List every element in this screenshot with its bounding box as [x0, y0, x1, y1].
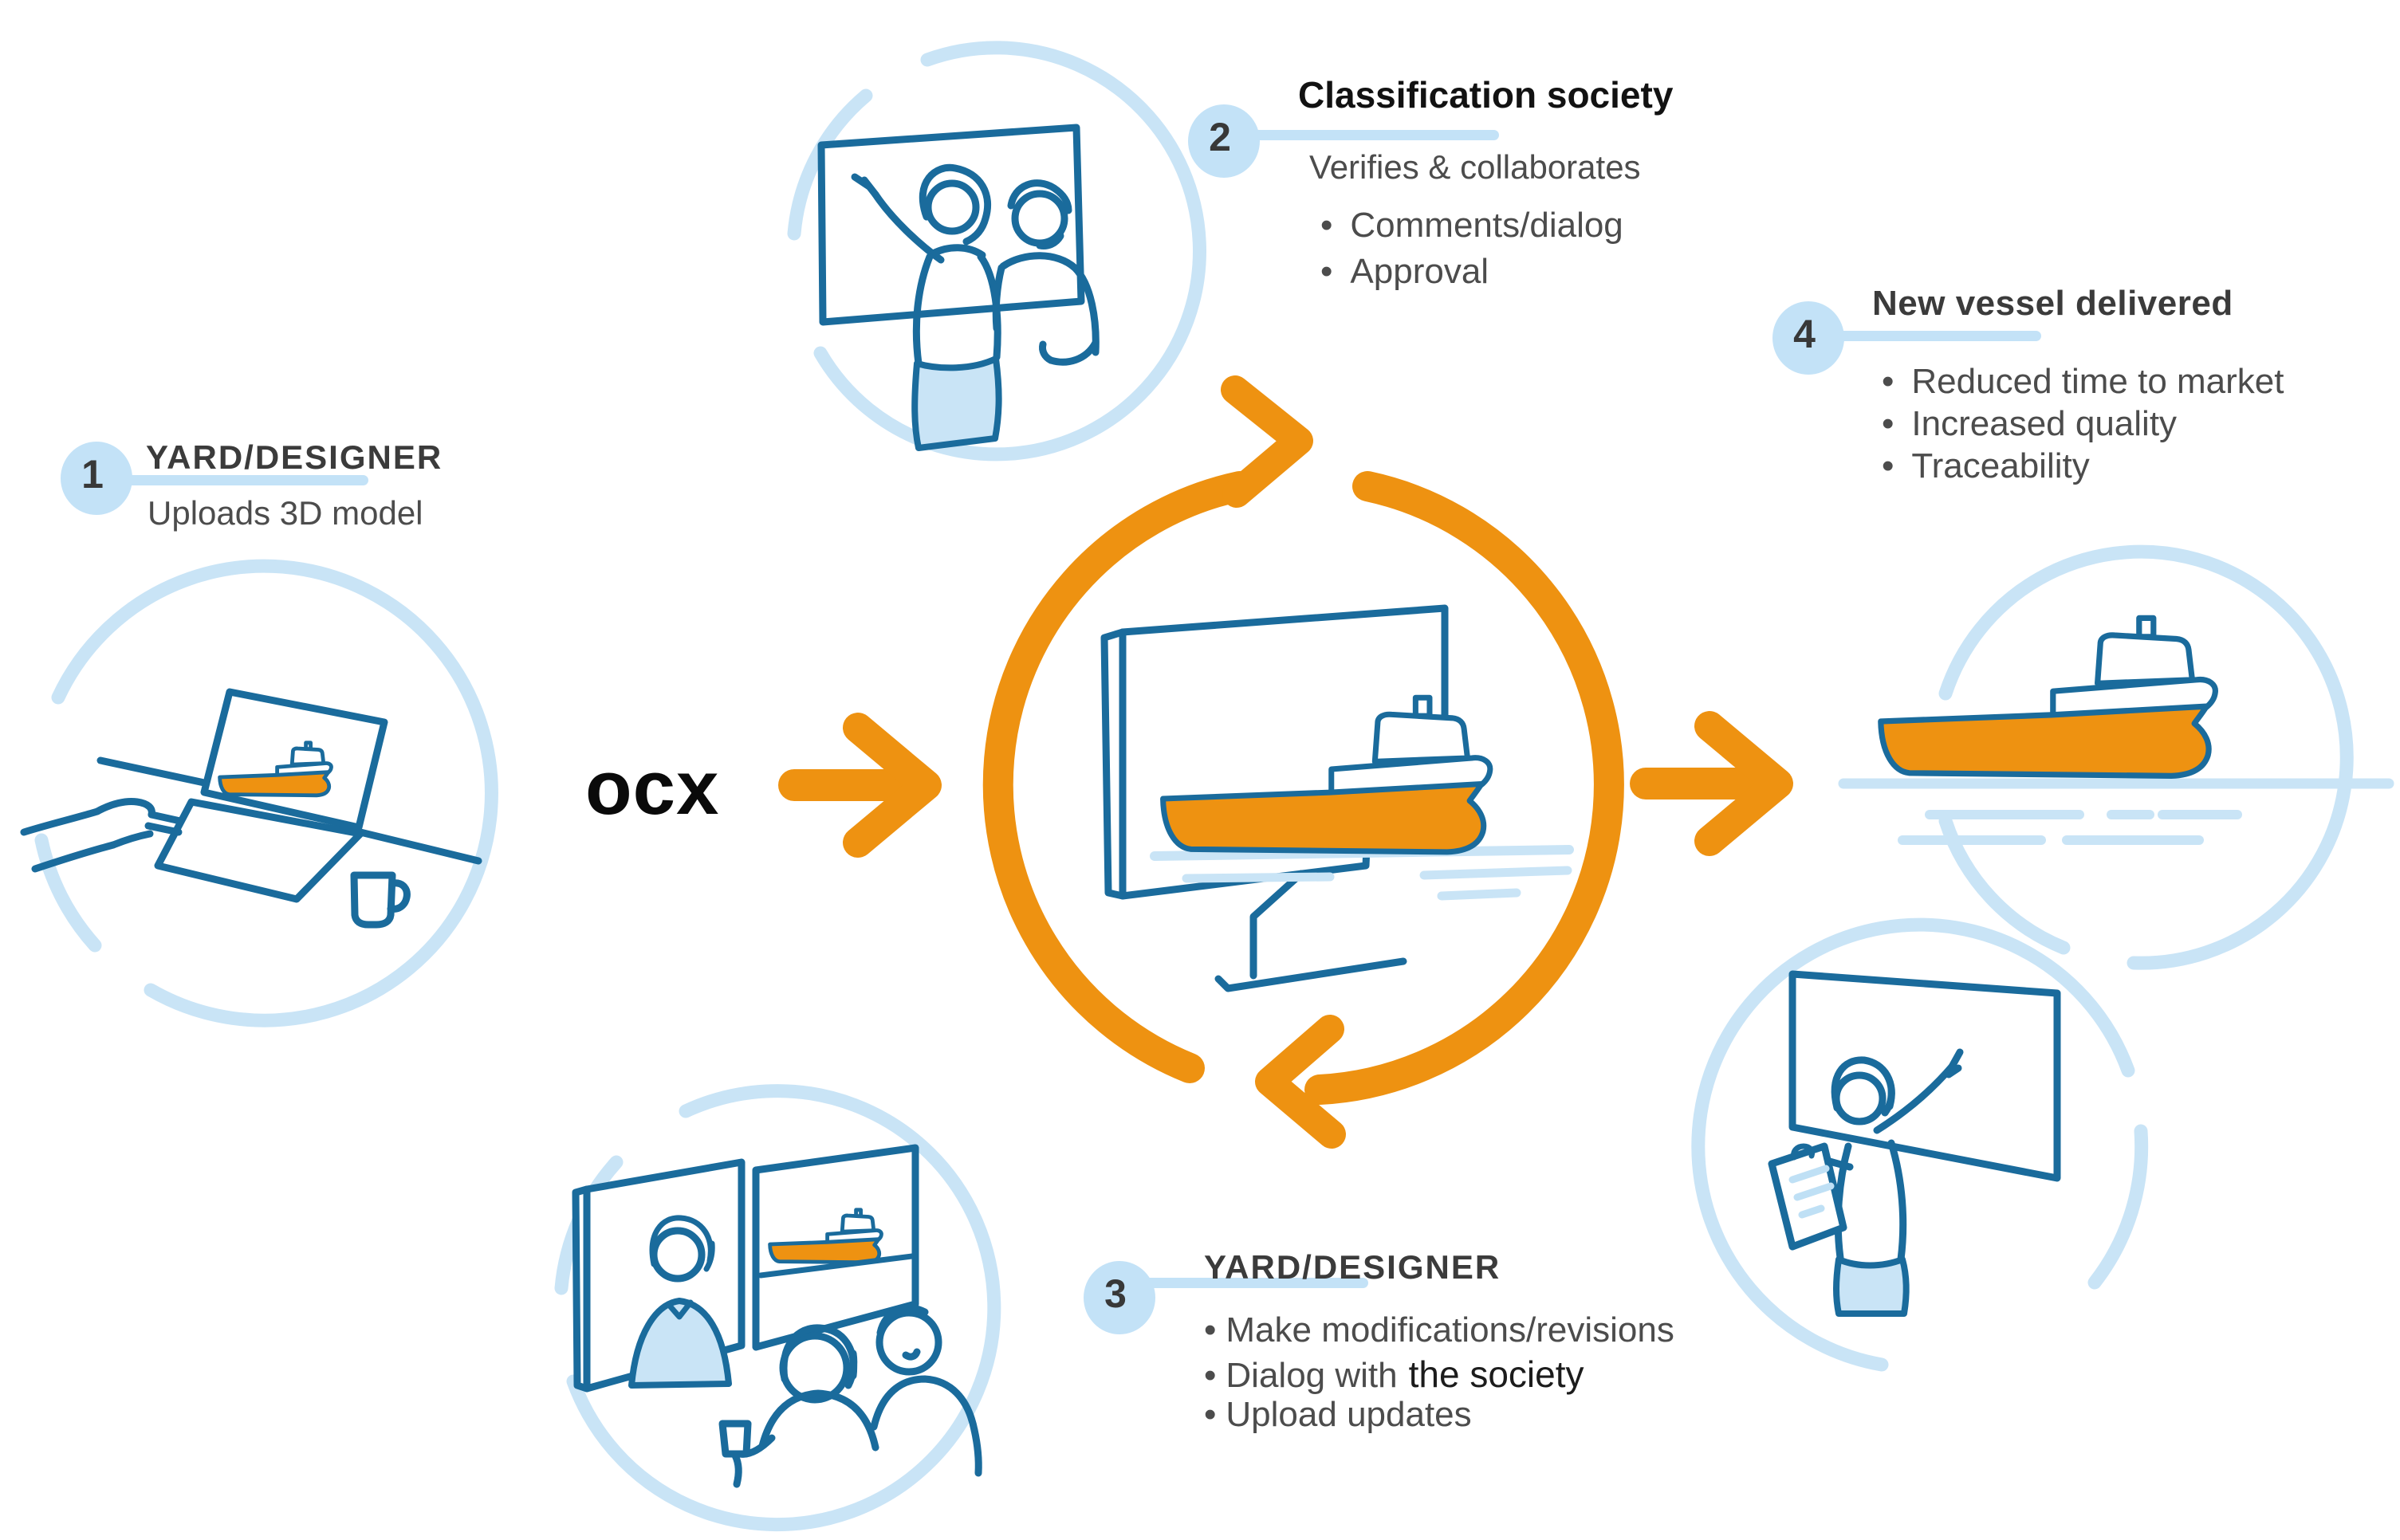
step4-bullet: •Increased quality [1882, 404, 2178, 443]
whiteboard-icon [1788, 970, 2061, 1182]
yard-designer-upload-illustration [20, 559, 498, 1027]
step3-underline [1132, 1278, 1368, 1288]
arrow-out-of-cycle-icon [1630, 711, 1793, 856]
step1-title: YARD/DESIGNER [146, 438, 443, 476]
video-conference-illustration [554, 1084, 1001, 1532]
society-review-illustration [1691, 917, 2149, 1372]
cup-icon [718, 1420, 752, 1458]
woman-with-clipboard-figure [1768, 1048, 1964, 1317]
step2-bullet: •Approval [1320, 252, 1489, 291]
skirt [1833, 1256, 1910, 1317]
step4-title: New vessel delivered [1872, 284, 2233, 323]
step2-subtitle: Verifies & collaborates [1309, 148, 1641, 186]
sketch-circle [51, 559, 498, 1027]
pointing-hand-icon [20, 798, 184, 873]
skirt [911, 356, 1002, 451]
viewer-with-cup-figure [718, 1324, 879, 1488]
step3-bullet: •Make modifications/revisions [1204, 1310, 1674, 1349]
step1-subtitle: Uploads 3D model [148, 494, 423, 532]
step2-bullet: •Comments/dialog [1320, 206, 1623, 245]
arrow-into-cycle-icon [778, 713, 942, 858]
ocx-label: ocx [585, 745, 720, 831]
viewer-figure [870, 1304, 982, 1477]
mug-icon [350, 871, 411, 929]
vessel-icon [1881, 618, 2216, 776]
step2-underline [1232, 130, 1499, 140]
woman-figure [851, 163, 1002, 451]
arrowhead-bottom [1255, 1015, 1346, 1149]
ship-model-icon [1163, 697, 1490, 852]
step1-badge: 1 [61, 442, 132, 515]
sketch-circle [1691, 917, 2135, 1372]
step3-badge: 3 [1084, 1261, 1155, 1334]
step3-title: YARD/DESIGNER [1204, 1248, 1501, 1286]
step4-bullet: •Reduced time to market [1882, 362, 2284, 401]
step4-badge: 4 [1772, 301, 1844, 375]
step2-title: Classification society [1298, 74, 1674, 116]
arrowhead-top [1221, 375, 1313, 508]
step3-bullet: •Upload updates [1204, 1395, 1472, 1434]
step4-bullet: •Traceability [1882, 446, 2090, 485]
circular-arrows-icon [982, 375, 1624, 1149]
water-dashes [1898, 810, 2242, 845]
classification-society-illustration [787, 41, 1206, 462]
sketch-circle [1938, 544, 2354, 970]
step2-badge: 2 [1188, 104, 1260, 178]
shirt [628, 1298, 732, 1389]
water-dashes [1182, 866, 1572, 901]
step4-underline [1816, 331, 2041, 341]
ocx-platform-illustration [982, 375, 1624, 1149]
sketch-circle [566, 1084, 1001, 1532]
new-vessel-illustration [1838, 544, 2394, 970]
step1-underline [120, 475, 368, 485]
